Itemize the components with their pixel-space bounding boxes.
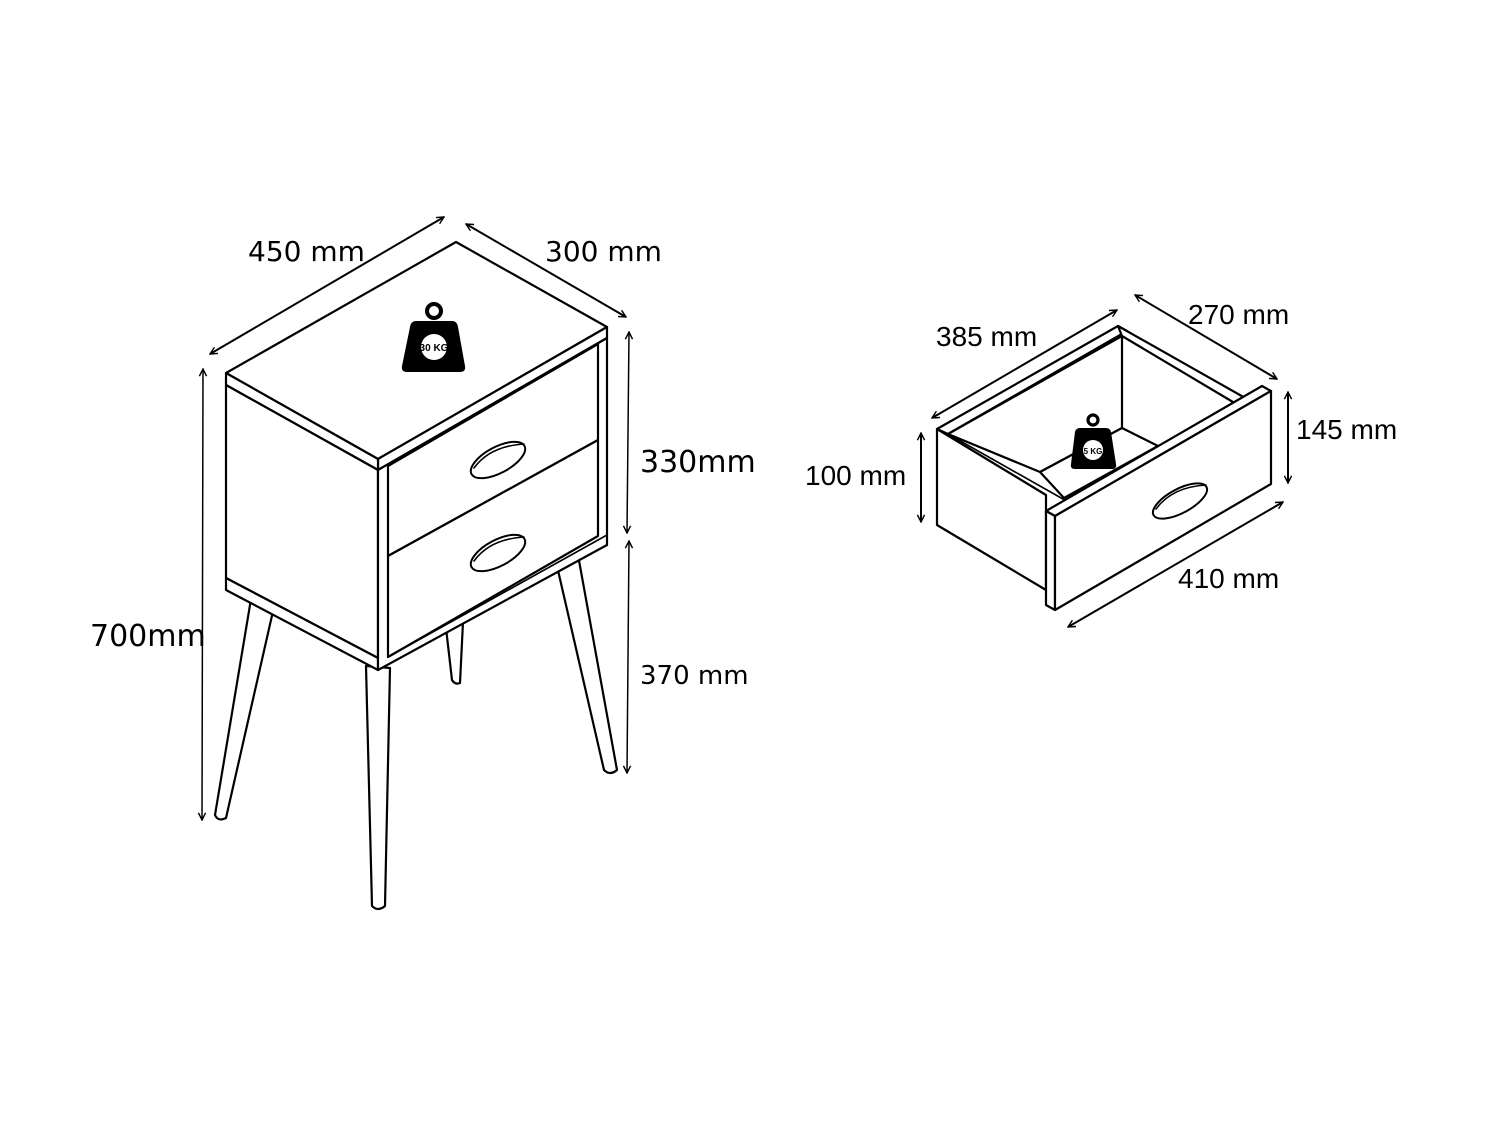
drawer-side-height-label: 100 mm bbox=[805, 460, 906, 491]
width-dimension-line bbox=[210, 216, 444, 355]
nightstand-body-height-label: 330mm bbox=[640, 445, 756, 480]
drawer-handle-top bbox=[469, 440, 527, 480]
nightstand-drawing: 30 KG 450 mm 300 mm 330mm 370 mm 700mm bbox=[90, 216, 756, 911]
weight-icon: 5 KG bbox=[1070, 413, 1117, 469]
right-leg bbox=[555, 553, 619, 775]
left-leg bbox=[213, 585, 278, 821]
nightstand-load-label: 30 KG bbox=[420, 343, 449, 354]
body-height-dimension-line bbox=[627, 332, 629, 533]
drawer-right-side-top bbox=[1116, 324, 1249, 407]
nightstand-width-label: 450 mm bbox=[248, 235, 365, 268]
drawer-drawing: 5 KG 385 mm 270 mm 100 mm 145 mm 410 mm bbox=[805, 294, 1397, 628]
back-leg bbox=[444, 620, 465, 685]
front-leg bbox=[364, 664, 392, 911]
drawer-handle-bottom bbox=[469, 533, 527, 573]
drawer-depth-dimension-line bbox=[932, 309, 1117, 419]
drawer-front-width-label: 410 mm bbox=[1178, 563, 1279, 594]
drawer-inner-width-label: 270 mm bbox=[1188, 299, 1289, 330]
drawer-inner-depth-label: 385 mm bbox=[936, 321, 1037, 352]
drawer-load-label: 5 KG bbox=[1084, 447, 1103, 456]
drawer-front-width-dimension-line bbox=[1068, 501, 1283, 628]
nightstand-leg-height-label: 370 mm bbox=[640, 661, 749, 691]
nightstand-depth-label: 300 mm bbox=[545, 235, 662, 268]
leg-height-dimension-line bbox=[627, 541, 629, 773]
drawer-width-dimension-line bbox=[1135, 294, 1277, 380]
nightstand-total-height-label: 700mm bbox=[90, 619, 206, 654]
drawer-front-side-edge bbox=[1044, 509, 1057, 612]
depth-dimension-line bbox=[466, 223, 626, 318]
drawer-front-height-label: 145 mm bbox=[1296, 414, 1397, 445]
total-height-dimension-line bbox=[202, 369, 203, 820]
